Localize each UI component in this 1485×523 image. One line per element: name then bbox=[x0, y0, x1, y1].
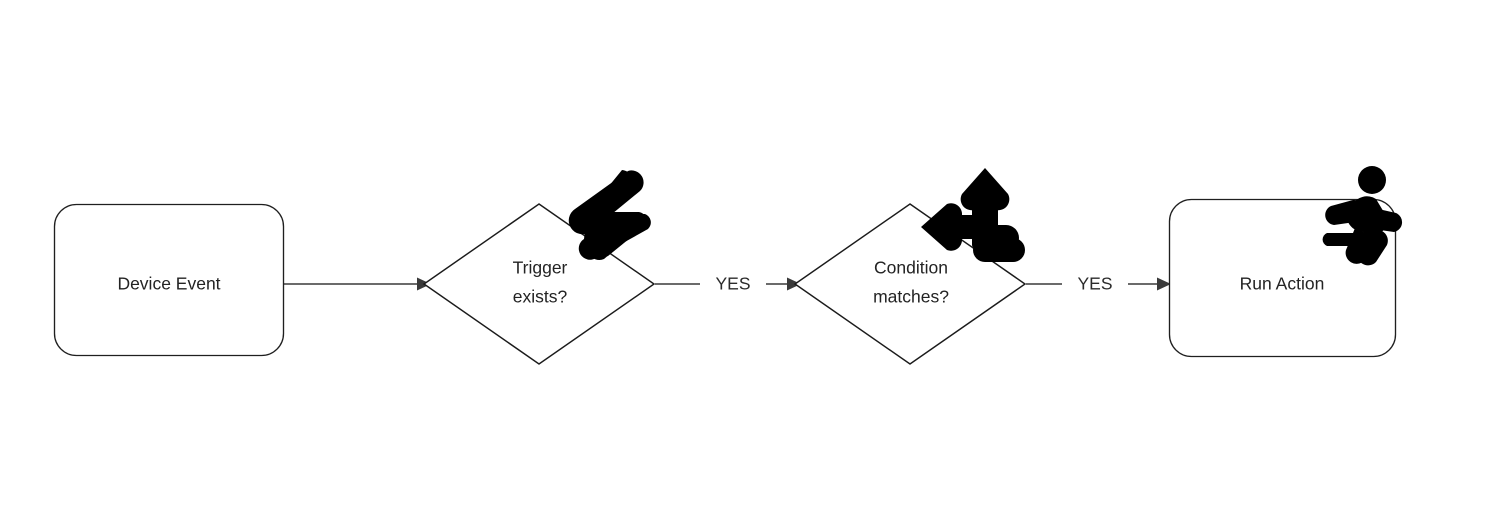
lightning-bolt-icon bbox=[568, 170, 651, 260]
trigger-exists-label-line1: Trigger bbox=[513, 258, 568, 278]
node-device-event[interactable]: Device Event bbox=[53, 203, 285, 357]
condition-matches-label-line2: matches? bbox=[873, 287, 949, 307]
condition-matches-label-line1: Condition bbox=[874, 258, 948, 278]
device-event-box[interactable] bbox=[53, 203, 285, 357]
trigger-exists-label-line2: exists? bbox=[513, 287, 568, 307]
edge-trigger-to-condition: YES bbox=[655, 274, 801, 294]
device-event-label: Device Event bbox=[117, 274, 220, 294]
fork-arrows-icon bbox=[921, 168, 1025, 262]
edge-3-label: YES bbox=[1077, 274, 1112, 294]
edge-3-arrowhead bbox=[1157, 277, 1171, 291]
edge-2-label: YES bbox=[715, 274, 750, 294]
run-action-label: Run Action bbox=[1240, 274, 1325, 294]
node-condition-matches[interactable]: Condition matches? bbox=[793, 203, 1027, 365]
edge-condition-to-run-action: YES bbox=[1026, 274, 1171, 294]
running-person-icon bbox=[1322, 166, 1403, 266]
edge-device-event-to-trigger bbox=[284, 277, 431, 291]
